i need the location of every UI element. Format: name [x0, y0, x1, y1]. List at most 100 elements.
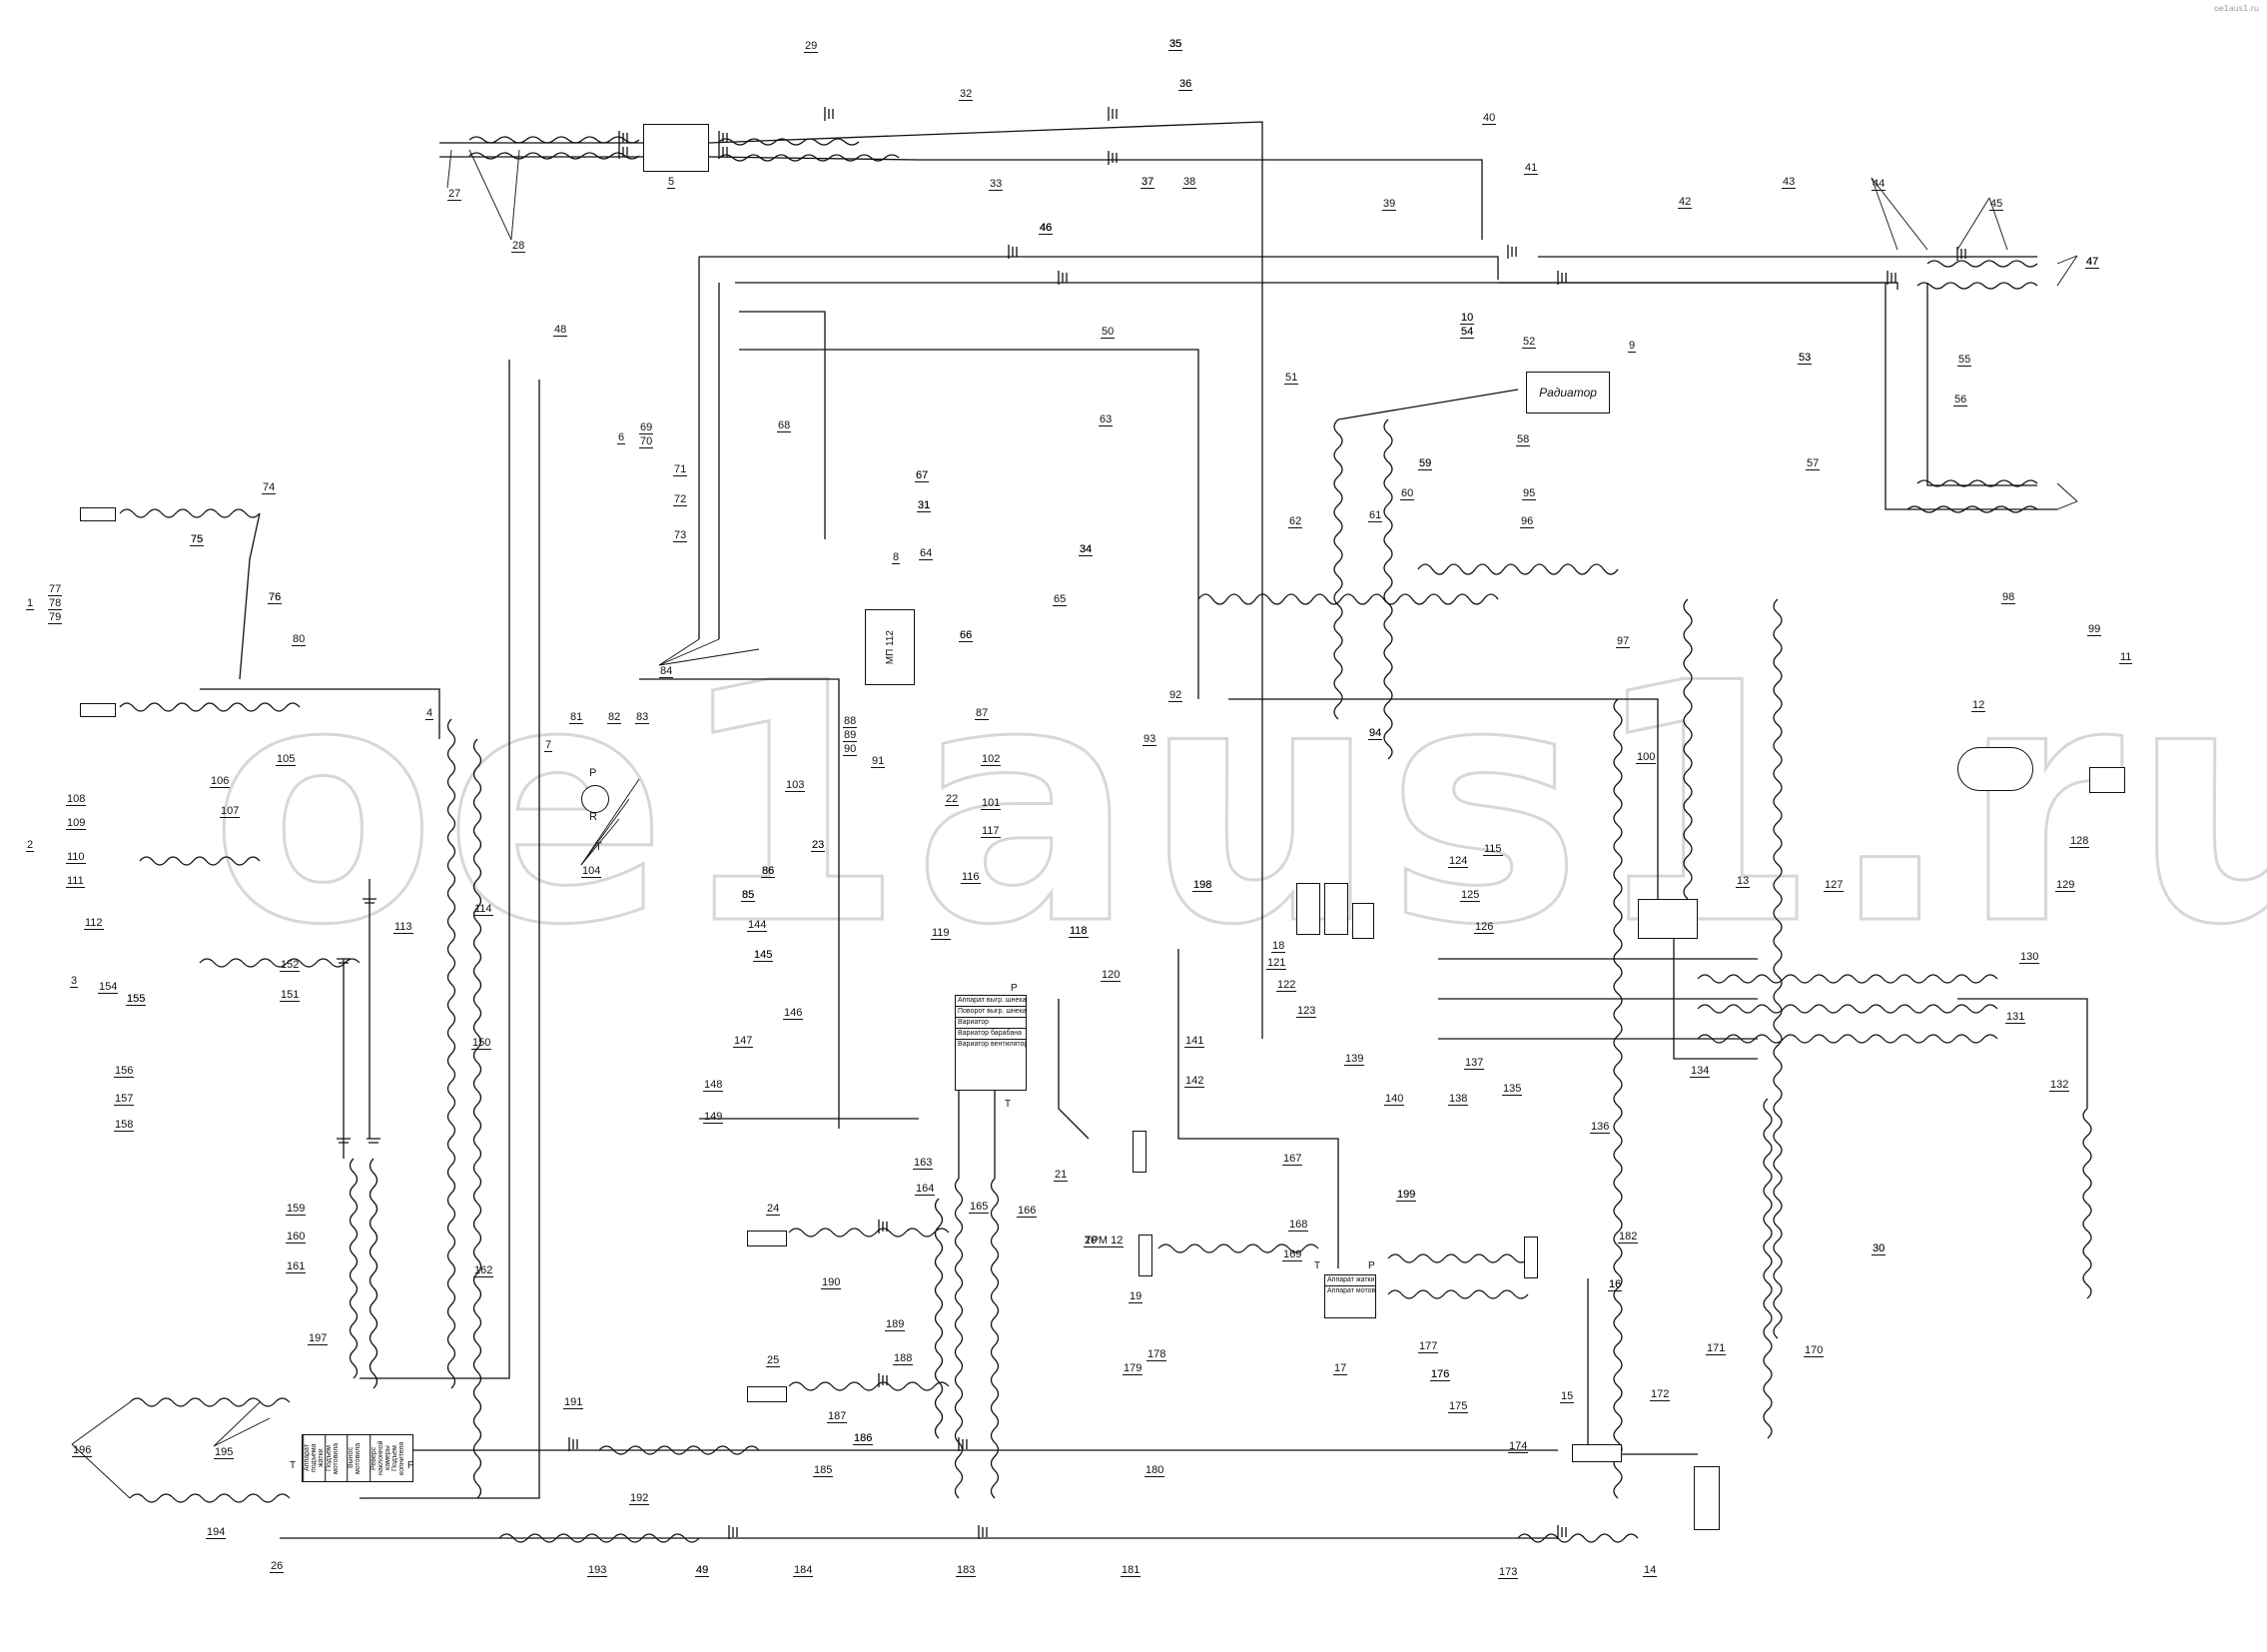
valve-block-18b — [1324, 883, 1348, 935]
fitting — [337, 958, 351, 964]
pipe-line — [1885, 283, 2057, 510]
callout-label: 165 — [969, 1201, 990, 1214]
callout-label: 46 — [1039, 222, 1054, 235]
leader-line — [213, 1401, 261, 1447]
callout-label: 99 — [2087, 623, 2102, 636]
callout-label: 87 — [975, 707, 990, 720]
leader-line — [1956, 197, 1990, 251]
pipe-line — [360, 380, 540, 1499]
callout-label: 12 — [1971, 699, 1986, 712]
fitting — [1557, 271, 1567, 285]
cyl-77 — [80, 507, 116, 521]
callout-label: 30 — [1872, 1242, 1887, 1255]
callout-label: 112 — [84, 917, 104, 930]
callout-label: 93 — [1142, 733, 1157, 746]
pipe-line — [708, 156, 1483, 240]
callout-label: 185 — [813, 1464, 834, 1477]
callout-label: 147 — [733, 1035, 754, 1048]
callout-label: 80 — [292, 633, 307, 646]
callout-label: 167 — [1282, 1153, 1303, 1166]
callout-label: 6 — [617, 431, 626, 444]
callout-label: 193 — [587, 1564, 608, 1577]
leader-line — [510, 149, 520, 241]
pipe-line — [239, 512, 261, 680]
callout-label: 2 — [26, 839, 35, 852]
callout-label: 196 — [72, 1444, 93, 1457]
callout-label: 83 — [635, 711, 650, 724]
hose — [1387, 1253, 1529, 1263]
pipe-line — [739, 311, 826, 539]
callout-label: 157 — [114, 1093, 135, 1106]
callout-label: 171 — [1706, 1342, 1727, 1355]
callout-label: 66 — [959, 629, 974, 642]
hose — [498, 1533, 700, 1543]
block-section: Аппарат мотовила — [1327, 1287, 1375, 1294]
callout-label: 161 — [286, 1260, 307, 1273]
leader-line — [658, 638, 700, 666]
callout-label: 8 — [892, 551, 901, 564]
callout-label: 198 — [1192, 879, 1213, 892]
callout-label: 7 — [544, 739, 553, 752]
hose — [1697, 1004, 1998, 1014]
pipe-line — [1337, 389, 1519, 420]
callout-label: 109 — [66, 817, 87, 830]
callout-label: 183 — [956, 1564, 977, 1577]
callout-label: 152 — [280, 959, 301, 972]
leader-line — [468, 149, 512, 241]
callout-label: 104 — [581, 865, 602, 878]
leader-line — [71, 1401, 131, 1445]
callout-label: 115 — [1483, 843, 1503, 856]
callout-label: 155 — [126, 993, 147, 1006]
callout-label: 3 — [70, 975, 79, 988]
callout-label: 124 — [1448, 855, 1469, 868]
callout-label: 52 — [1522, 336, 1537, 349]
fitting — [568, 1437, 578, 1451]
distributor-14 — [1694, 1466, 1720, 1530]
block-section: Подъем копнителя — [390, 1441, 405, 1475]
block-section: Аппарат подъема жатки — [303, 1435, 326, 1481]
callout-label: 75 — [190, 533, 205, 546]
block-section: Вынос мотовила — [347, 1435, 370, 1481]
callout-label: 42 — [1678, 196, 1693, 209]
leader-line — [580, 818, 620, 866]
callout-label: 149 — [703, 1111, 724, 1124]
pipe-line — [1177, 949, 1339, 1268]
callout-label: 73 — [673, 529, 688, 542]
block-section: Вариатор — [956, 1018, 1026, 1029]
callout-label: 180 — [1144, 1464, 1165, 1477]
callout-label: 84 — [659, 665, 674, 678]
callout-label: 177 — [1418, 1340, 1439, 1353]
callout-label: 150 — [471, 1037, 492, 1050]
callout-label: 187 — [827, 1410, 848, 1423]
pipe-line — [1587, 1278, 1698, 1455]
filter-13 — [1638, 899, 1698, 939]
callout-label: 173 — [1498, 1566, 1519, 1579]
fitting — [958, 1437, 968, 1451]
callout-label: 179 — [1123, 1362, 1143, 1375]
callout-label: 122 — [1276, 979, 1297, 992]
callout-label: 15 — [1560, 1390, 1575, 1403]
callout-label: 48 — [553, 324, 568, 337]
callout-label: 148 — [703, 1079, 724, 1092]
callout-label: 144 — [747, 919, 768, 932]
fittings — [337, 107, 1966, 1539]
pipe-line — [739, 349, 1199, 699]
callout-label: 77 — [48, 583, 63, 596]
callout-label: 175 — [1448, 1400, 1469, 1413]
fitting — [363, 898, 377, 904]
pipe-line — [1228, 698, 1659, 899]
callout-label: 55 — [1957, 354, 1972, 367]
callout-label: 117 — [981, 825, 1001, 838]
hose — [1613, 698, 1623, 1499]
leader-line — [580, 798, 630, 866]
cyl-24 — [747, 1231, 787, 1246]
hose — [1383, 418, 1393, 760]
leader-line — [2056, 482, 2078, 502]
hose — [788, 1228, 950, 1238]
callout-label: 9 — [1628, 340, 1637, 353]
callout-label: 184 — [793, 1564, 814, 1577]
callout-label: 95 — [1522, 487, 1537, 500]
leader-line — [71, 1443, 131, 1499]
hose — [369, 1158, 378, 1389]
callout-label: 89 — [843, 729, 858, 742]
